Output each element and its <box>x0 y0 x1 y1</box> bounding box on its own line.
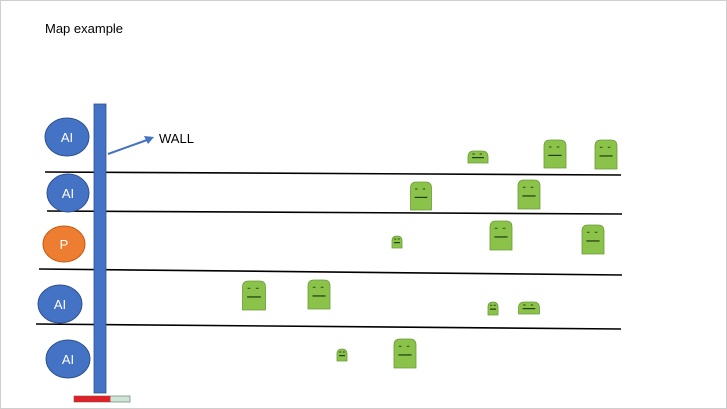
agent-label: P <box>60 237 69 252</box>
enemy-layer <box>242 139 618 369</box>
slide-title: Map example <box>45 21 124 36</box>
wall <box>93 103 107 394</box>
enemy-icon <box>543 139 567 169</box>
agent-player: P <box>42 225 86 263</box>
agent-ai: AI <box>44 117 90 157</box>
agent-circle <box>45 339 91 379</box>
enemy-icon <box>594 139 618 170</box>
agent-ai: AI <box>45 339 91 379</box>
agent-ai: AI <box>37 284 83 324</box>
agent-label: AI <box>61 130 73 145</box>
health-bar <box>73 395 131 403</box>
wall-label: WALL <box>159 131 194 146</box>
enemy-icon <box>517 179 541 210</box>
enemy-icon <box>410 181 432 211</box>
agent-circle <box>44 117 90 157</box>
health-bar-fill <box>74 396 111 402</box>
enemy-icon <box>391 235 403 249</box>
wall-arrow-head <box>144 136 154 144</box>
agent-label: AI <box>62 352 74 367</box>
enemy-icon <box>242 280 266 311</box>
enemy-icon <box>518 301 540 315</box>
wall-arrow <box>107 139 148 155</box>
enemy-icon <box>581 224 605 255</box>
lane-divider <box>35 323 622 330</box>
lane-divider <box>46 210 623 215</box>
enemy-icon <box>467 150 489 164</box>
enemy-icon <box>489 220 513 251</box>
lane-divider <box>38 268 623 276</box>
enemy-icon <box>336 348 348 362</box>
enemy-icon <box>487 301 499 316</box>
lane-divider <box>44 171 622 176</box>
agent-label: AI <box>62 186 74 201</box>
agent-ai: AI <box>46 173 90 213</box>
agent-circle <box>46 173 90 213</box>
enemy-icon <box>307 279 331 310</box>
agent-circle <box>37 284 83 324</box>
agent-label: AI <box>54 297 66 312</box>
agent-circle <box>42 225 86 263</box>
enemy-icon <box>393 338 417 369</box>
